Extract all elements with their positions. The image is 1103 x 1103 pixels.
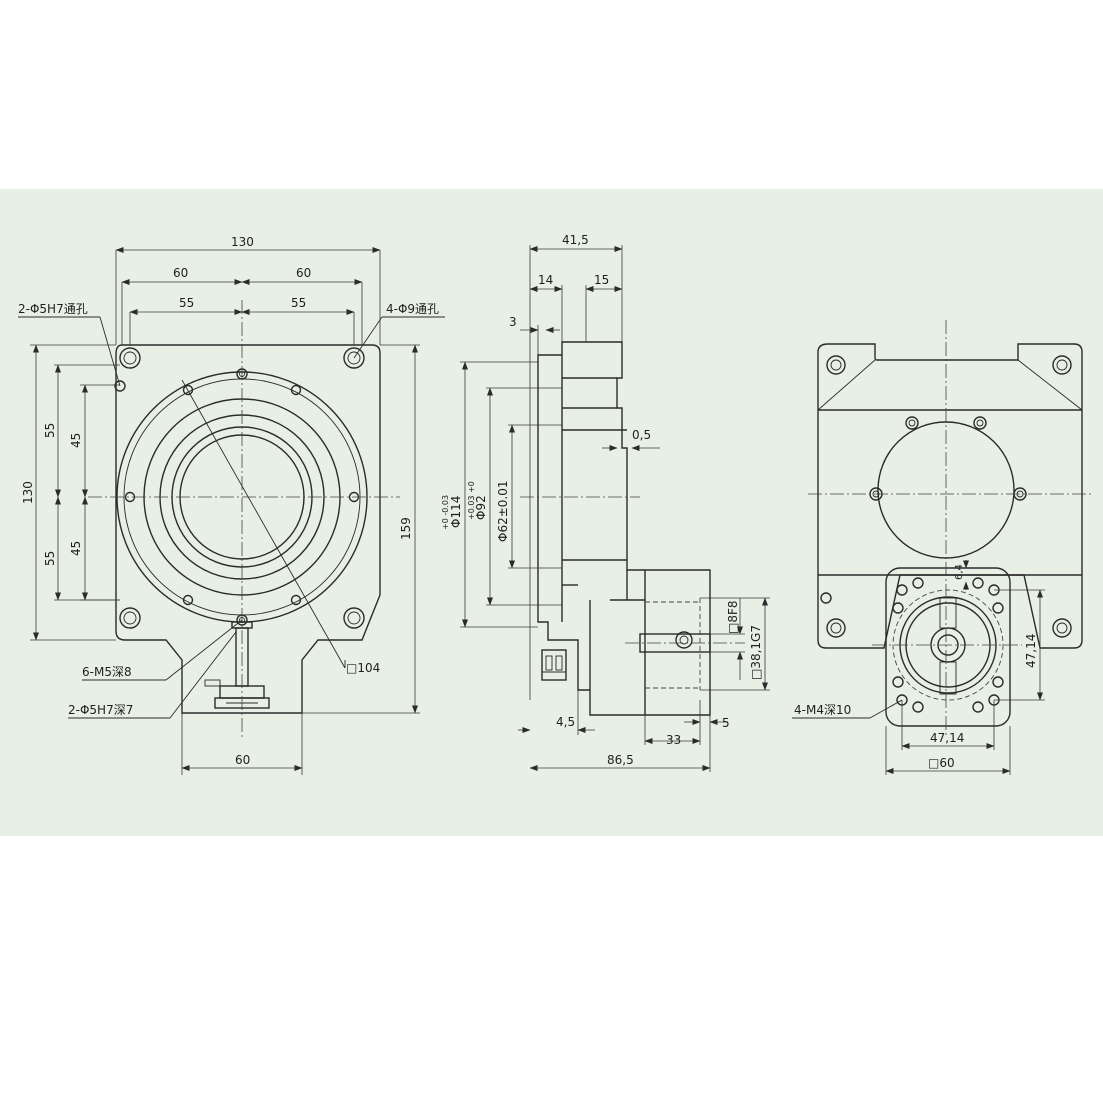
callout-bolt-through: 4-Φ9通孔 [386,302,439,316]
dim-dia-62: Φ62±0.01 [496,481,510,543]
callout-dowel-blind: 2-Φ5H7深7 [68,703,133,717]
corner-hole-tr [343,347,365,369]
dim-base-60: 60 [235,753,250,767]
dim-height-159: 159 [399,517,413,540]
corner-hole-tl [119,347,141,369]
dim-height-130: 130 [21,481,35,504]
rear-plate-outline [817,343,1083,649]
dim-pcd-47-14-horizontal: 47,14 [930,731,964,745]
rear-view [792,320,1092,775]
dim-depth-3: 3 [509,315,517,329]
dim-55-top: 55 [43,423,57,438]
dim-60-left: 60 [173,266,188,280]
front-flange-outline [115,344,381,714]
dim-len-86-5: 86,5 [607,753,634,767]
side-view [460,245,770,772]
dim-55-right: 55 [291,296,306,310]
dim-dia-114-tolerance: +0 -0.03 [441,495,450,530]
front-view [18,247,445,775]
dim-len-5: 5 [722,716,730,730]
dim-dia-92: Φ92 [474,495,488,520]
dim-square-38-1: □38,1G7 [749,625,763,680]
dim-offset-6-4: 6,4 [954,564,965,580]
dim-len-4-5: 4,5 [556,715,575,729]
dim-len-33: 33 [666,733,681,747]
drawing-sheet [0,189,1103,836]
dim-square-60: □60 [928,756,955,770]
callout-m5-threads: 6-M5深8 [82,665,132,679]
dim-45-top: 45 [69,433,83,448]
side-housing-outline [537,341,711,716]
dowel-hole-left [114,380,126,392]
callout-dowel-through: 2-Φ5H7通孔 [18,302,88,316]
dim-dia-92-tolerance: +0.03 +0 [467,481,476,520]
dim-55-left: 55 [179,296,194,310]
dim-55-bottom: 55 [43,551,57,566]
dim-gap-0-5: 0,5 [632,428,651,442]
callout-m4-threads: 4-M4深10 [794,703,851,717]
dim-45-bottom: 45 [69,541,83,556]
dim-depth-41-5: 41,5 [562,233,589,247]
dim-depth-14: 14 [538,273,553,287]
motor-mount-square [885,567,1011,727]
corner-hole-br [343,607,365,629]
dim-pcd-47-14-vertical: 47,14 [1024,634,1038,668]
m5-holes [124,368,360,626]
dim-width-130: 130 [231,235,254,249]
dim-square-104: □104 [346,661,380,675]
dim-60-right: 60 [296,266,311,280]
rear-bolt-holes [869,416,1027,501]
dim-depth-15: 15 [594,273,609,287]
mount-screws [892,577,1004,713]
dim-square-8f8: □8F8 [726,600,740,634]
corner-hole-bl [119,607,141,629]
dim-dia-114: Φ114 [449,496,463,528]
sensor-bracket [204,621,270,709]
